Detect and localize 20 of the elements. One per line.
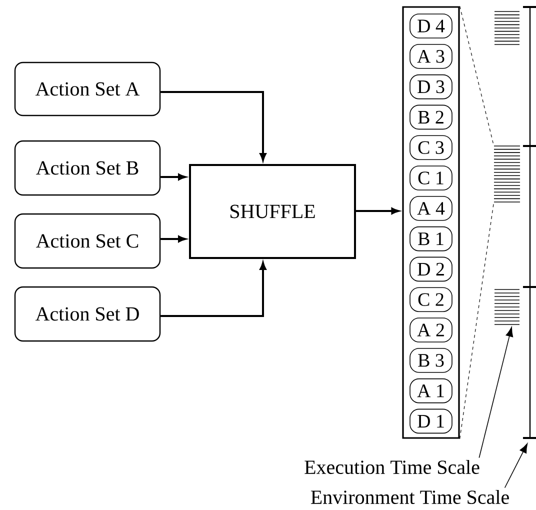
arrow xyxy=(160,236,186,242)
scale-label: Environment Time Scale xyxy=(310,490,509,504)
action-box: Action Set D xyxy=(14,286,161,342)
arrow xyxy=(356,208,399,214)
action-box: Action Set B xyxy=(14,140,161,196)
queue-box xyxy=(402,6,460,439)
arrow xyxy=(160,262,266,317)
dashed-line xyxy=(460,6,494,146)
tick-marks xyxy=(494,289,520,325)
tick-marks xyxy=(494,11,520,45)
leader-line xyxy=(504,443,528,488)
scale-label: Execution Time Scale xyxy=(304,460,480,474)
arrow xyxy=(160,174,186,180)
time-scale-bar xyxy=(523,6,536,439)
shuffle-box: SHUFFLE xyxy=(189,164,356,259)
tick-marks xyxy=(494,146,520,202)
action-box: Action Set C xyxy=(14,213,161,269)
arrow xyxy=(160,91,266,161)
leader-line xyxy=(478,326,514,458)
action-box: Action Set A xyxy=(14,62,161,116)
